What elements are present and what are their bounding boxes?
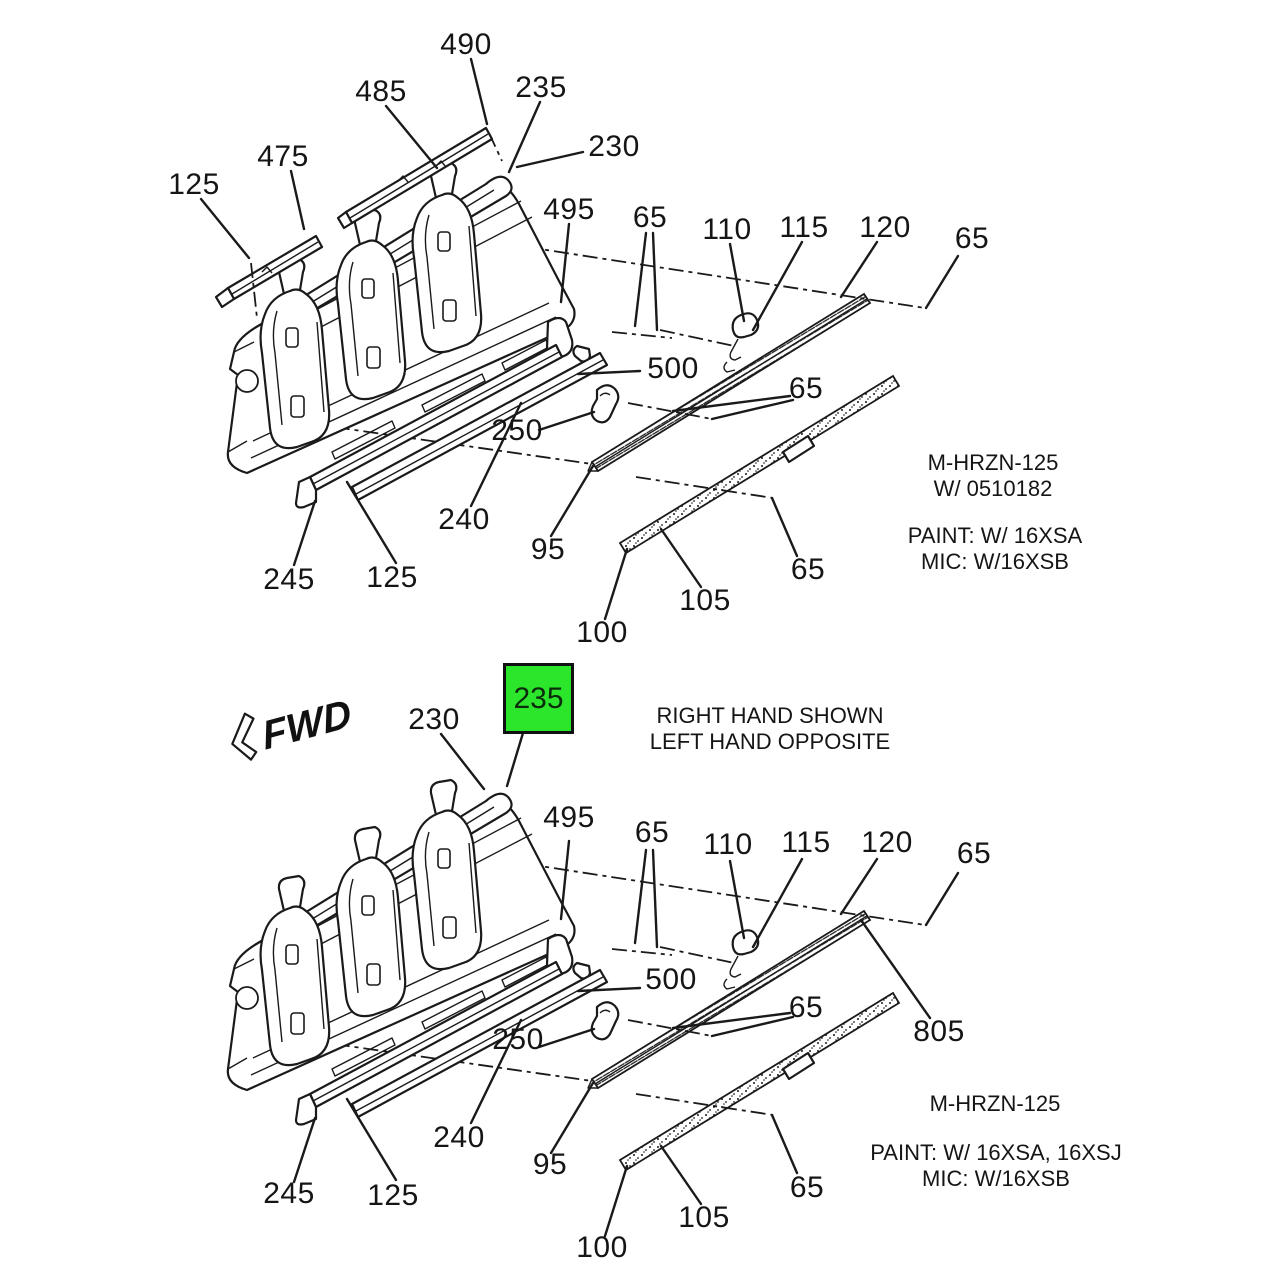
callout-245-bottom: 245 [263, 1177, 315, 1210]
callout-125-top: 125 [168, 168, 220, 201]
callout-125b-top: 125 [366, 561, 418, 594]
paint-note-line2: MIC: W/16XSB [921, 549, 1069, 574]
fwd-marker: FWD [231, 691, 354, 761]
model-note-bottom-line1: M-HRZN-125 [929, 1091, 1061, 1116]
callout-95-top: 95 [530, 533, 566, 566]
model-note-bottom: M-HRZN-125 [930, 1091, 1061, 1117]
model-note-line1: M-HRZN-125 [927, 450, 1059, 475]
callout-115-top: 115 [779, 211, 829, 244]
fwd-arrow-icon [231, 712, 258, 761]
paint-note-top: PAINT: W/ 16XSA MIC: W/16XSB [908, 523, 1082, 575]
callout-65a-bottom: 65 [634, 816, 670, 849]
callout-250-bottom: 250 [492, 1023, 544, 1056]
hand-note-line2: LEFT HAND OPPOSITE [649, 729, 891, 754]
callout-100-top: 100 [576, 616, 628, 649]
callout-125b-bottom: 125 [367, 1179, 419, 1212]
callout-105-top: 105 [679, 584, 731, 617]
callout-115-bottom: 115 [781, 826, 831, 859]
callout-65d-bottom: 65 [789, 1171, 825, 1204]
callout-110-top: 110 [702, 213, 752, 246]
highlighted-callout-235[interactable]: 235 [503, 663, 574, 734]
callout-65c-bottom: 65 [788, 991, 824, 1024]
hand-note: RIGHT HAND SHOWN LEFT HAND OPPOSITE [650, 703, 890, 755]
callout-95-bottom: 95 [532, 1148, 568, 1181]
callout-240-bottom: 240 [433, 1121, 485, 1154]
callout-475: 475 [257, 140, 309, 173]
paint-note-bottom: PAINT: W/ 16XSA, 16XSJ MIC: W/16XSB [870, 1140, 1121, 1192]
model-note-line2: W/ 0510182 [933, 476, 1053, 501]
callout-250-top: 250 [491, 414, 543, 447]
callout-120-top: 120 [859, 211, 911, 244]
callout-65b-top: 65 [954, 222, 990, 255]
callout-65b-bottom: 65 [956, 837, 992, 870]
callout-240-top: 240 [438, 503, 490, 536]
paint-note-bottom-line1: PAINT: W/ 16XSA, 16XSJ [870, 1140, 1122, 1165]
callout-65a-top: 65 [632, 201, 668, 234]
fwd-label: FWD [259, 691, 354, 758]
highlighted-callout-235-label: 235 [513, 681, 564, 715]
callout-500-bottom: 500 [645, 963, 697, 996]
hand-note-line1: RIGHT HAND SHOWN [656, 703, 884, 728]
callout-100-bottom: 100 [576, 1231, 628, 1264]
callout-65c-top: 65 [788, 372, 824, 405]
callout-495-bottom: 495 [543, 801, 595, 834]
bottom-assembly: FWD [226, 691, 958, 1236]
top-assembly [199, 57, 958, 619]
callout-230-bottom: 230 [408, 703, 460, 736]
paint-note-bottom-line2: MIC: W/16XSB [922, 1166, 1070, 1191]
paint-note-line1: PAINT: W/ 16XSA [907, 523, 1083, 548]
callout-110-bottom: 110 [703, 828, 753, 861]
callout-235-top: 235 [515, 71, 567, 104]
callout-245-top: 245 [263, 563, 315, 596]
model-note-top: M-HRZN-125 W/ 0510182 [928, 450, 1059, 502]
callout-120-bottom: 120 [861, 826, 913, 859]
callout-495-top: 495 [543, 193, 595, 226]
callout-65d-top: 65 [790, 553, 826, 586]
callout-230-top: 230 [588, 130, 640, 163]
callout-485: 485 [355, 75, 407, 108]
callout-490: 490 [440, 28, 492, 61]
callout-105-bottom: 105 [678, 1201, 730, 1234]
callout-805: 805 [913, 1015, 965, 1048]
callout-500-top: 500 [647, 352, 699, 385]
